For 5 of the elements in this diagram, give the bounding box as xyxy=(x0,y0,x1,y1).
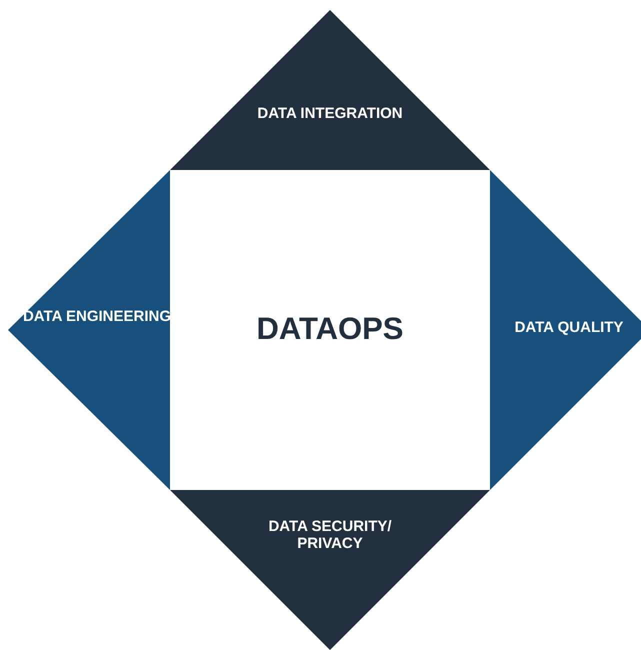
segment-label: DATA ENGINEERING xyxy=(22,308,172,325)
center-title: DATAOPS xyxy=(256,312,404,346)
segment-label: DATA SECURITY/ PRIVACY xyxy=(267,518,393,552)
segment-label: DATA QUALITY xyxy=(514,319,624,336)
segment-label: DATA INTEGRATION xyxy=(256,105,404,122)
